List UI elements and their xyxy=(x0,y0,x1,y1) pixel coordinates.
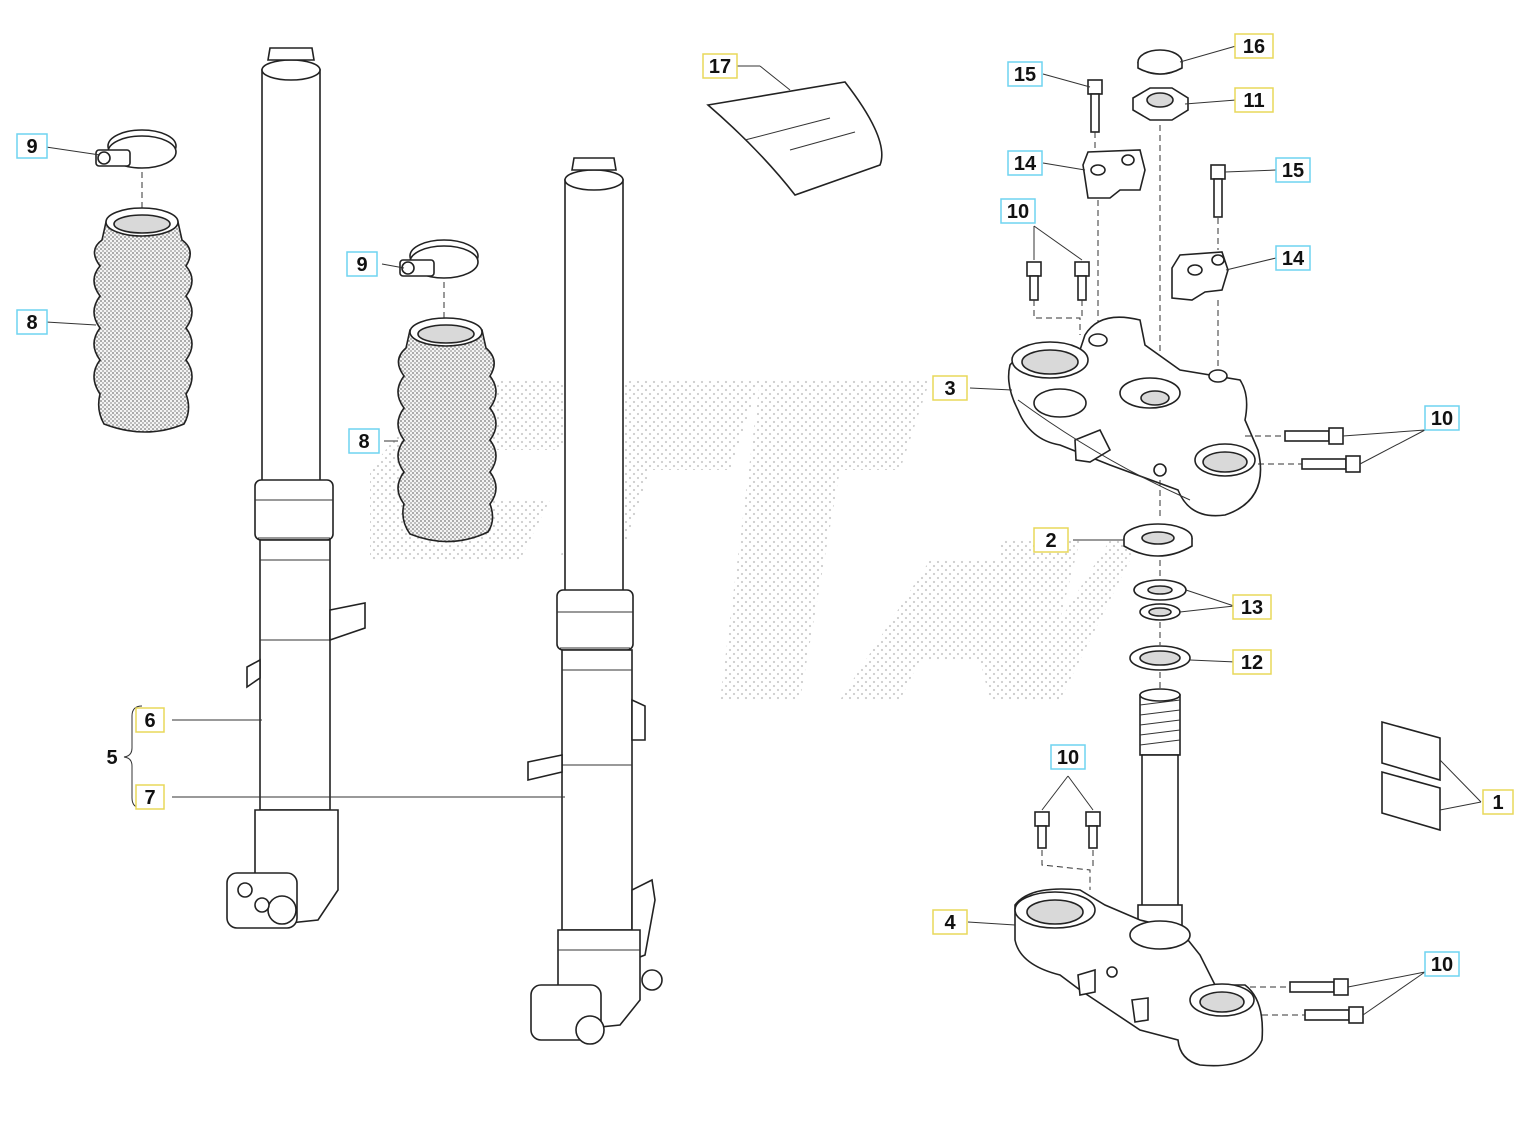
steering-nut xyxy=(1132,87,1189,121)
adhesive-pads xyxy=(1381,720,1441,832)
callout-17: 17 xyxy=(702,53,738,79)
callout-number: 11 xyxy=(1243,90,1264,112)
lower-triple-clamp xyxy=(1014,888,1264,1067)
callout-3: 3 xyxy=(932,375,968,401)
callout-14: 14 xyxy=(1007,150,1043,176)
callout-10: 10 xyxy=(1050,744,1086,770)
callout-15: 15 xyxy=(1007,61,1043,87)
callout-number: 9 xyxy=(26,136,37,158)
screw-pair-lower-side xyxy=(1289,978,1364,1024)
callout-13: 13 xyxy=(1232,594,1272,620)
callout-number: 15 xyxy=(1014,64,1036,86)
callout-number: 16 xyxy=(1243,36,1265,58)
callout-10: 10 xyxy=(1000,198,1036,224)
callout-number: 9 xyxy=(356,254,367,276)
callout-2: 2 xyxy=(1033,527,1069,553)
callout-number: 10 xyxy=(1057,747,1079,769)
callout-14: 14 xyxy=(1275,245,1311,271)
fork-boot-right xyxy=(397,317,497,543)
callout-1: 1 xyxy=(1482,789,1514,815)
callout-7: 7 xyxy=(135,784,165,810)
callout-number: 13 xyxy=(1241,597,1263,619)
callout-number: 10 xyxy=(1431,954,1453,976)
cap xyxy=(1137,49,1183,75)
spare-kit-bag xyxy=(706,81,883,196)
fork-boot-left xyxy=(93,207,193,433)
callout-5: 5 xyxy=(106,747,117,769)
callout-number: 14 xyxy=(1282,248,1305,270)
handlebar-clamp-lower xyxy=(1171,251,1229,301)
group-brace xyxy=(123,705,143,809)
callout-9: 9 xyxy=(346,251,378,277)
callout-number: 4 xyxy=(944,912,956,934)
callout-16: 16 xyxy=(1234,33,1274,59)
callout-11: 11 xyxy=(1234,87,1274,113)
callout-number: 10 xyxy=(1431,408,1453,430)
callout-8: 8 xyxy=(16,309,48,335)
callout-6: 6 xyxy=(135,707,165,733)
fork-leg-right xyxy=(527,157,663,1045)
steering-stem xyxy=(1137,688,1183,936)
callout-number: 2 xyxy=(1045,530,1056,552)
callout-number: 14 xyxy=(1014,153,1037,175)
callout-number: 8 xyxy=(358,431,369,453)
bearing-upper xyxy=(1123,523,1193,557)
handlebar-bolt-right xyxy=(1210,164,1226,218)
callout-number: 7 xyxy=(144,787,155,809)
callout-number: 8 xyxy=(26,312,37,334)
callout-number: 10 xyxy=(1007,201,1029,223)
callout-number: 17 xyxy=(709,56,731,78)
callout-15: 15 xyxy=(1275,157,1311,183)
callout-number: 5 xyxy=(106,747,117,769)
handlebar-bolt-left xyxy=(1087,79,1103,133)
callout-10: 10 xyxy=(1424,405,1460,431)
callout-number: 15 xyxy=(1282,160,1304,182)
seal-ring xyxy=(1129,645,1191,671)
hose-clamp-right xyxy=(399,239,479,279)
screw-pair-upper-side xyxy=(1284,427,1361,473)
upper-triple-clamp xyxy=(1007,316,1262,517)
callout-4: 4 xyxy=(932,909,968,935)
callout-number: 3 xyxy=(944,378,955,400)
hose-clamp-left xyxy=(95,129,177,169)
callout-number: 12 xyxy=(1241,652,1263,674)
washers xyxy=(1133,579,1187,621)
handlebar-clamp-upper xyxy=(1082,149,1146,199)
callout-10: 10 xyxy=(1424,951,1460,977)
callout-8: 8 xyxy=(348,428,380,454)
screw-pair-bottom xyxy=(1034,811,1101,849)
screw-pair-top xyxy=(1026,261,1090,301)
callout-number: 1 xyxy=(1492,792,1503,814)
fork-leg-left xyxy=(226,47,366,929)
callout-9: 9 xyxy=(16,133,48,159)
callout-12: 12 xyxy=(1232,649,1272,675)
leader-lines xyxy=(45,45,1482,1016)
callout-number: 6 xyxy=(144,710,155,732)
